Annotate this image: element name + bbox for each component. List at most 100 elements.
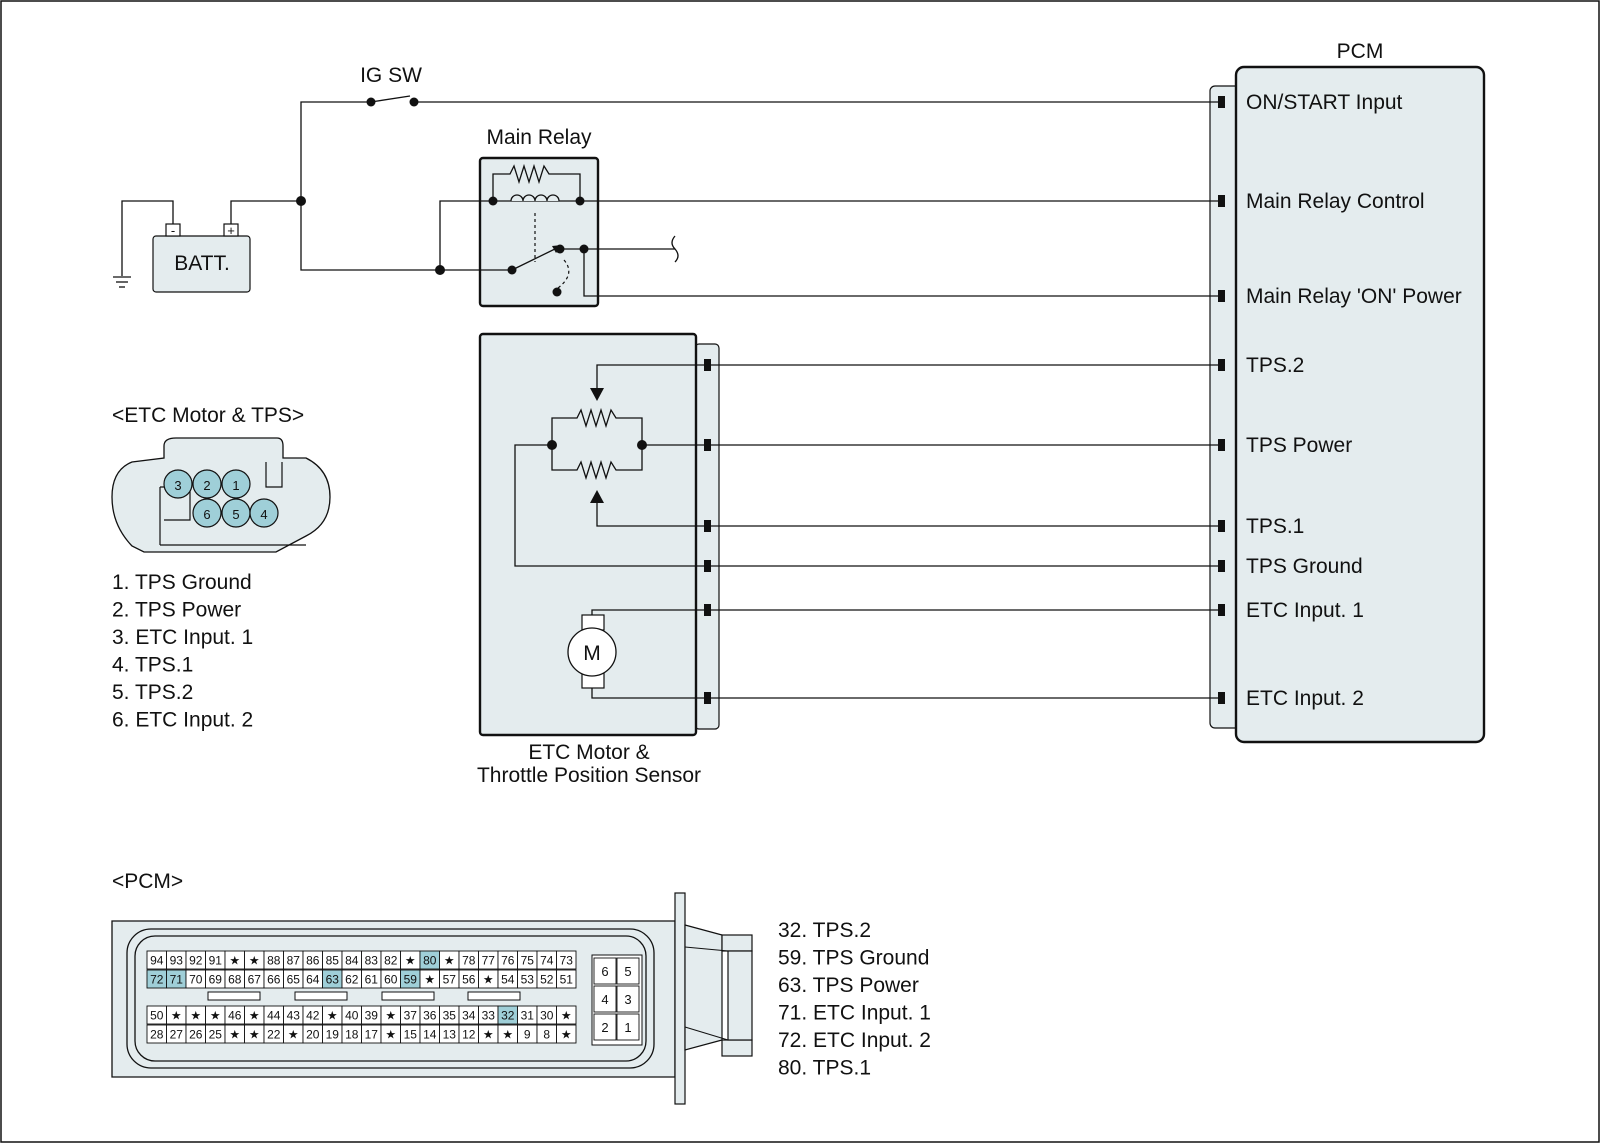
- etc-input1-wire: [591, 609, 1220, 615]
- pcm-connector-pin-number: 94: [150, 954, 164, 968]
- pcm-connector-pin-number: 22: [267, 1028, 281, 1042]
- battery-box: [152, 235, 251, 293]
- etc-connector-pin: [192, 469, 222, 499]
- pcm-connector-pin-number: ★: [171, 1009, 182, 1023]
- ground-wire: [121, 200, 174, 276]
- pcm-connector-pin-number: ★: [444, 954, 455, 968]
- pcm-connector-pin-number: 74: [540, 954, 554, 968]
- pcm-small-pin-number: 1: [624, 1020, 631, 1035]
- pcm-connector-pin-number: 39: [365, 1009, 379, 1023]
- pcm-legend-item: 63. TPS Power: [778, 974, 919, 997]
- etc-pin-square: [704, 439, 711, 451]
- pcm-connector-pin-number: 15: [404, 1028, 418, 1042]
- pcm-connector-pin-number: ★: [502, 1028, 513, 1042]
- pcm-connector-pin-number: ★: [405, 954, 416, 968]
- pcm-small-pin-number: 2: [601, 1020, 608, 1035]
- pcm-connector-pin-number: 72: [150, 973, 164, 987]
- battery-neg-sign: -: [171, 223, 175, 238]
- pcm-connector-pin-number: 25: [209, 1028, 223, 1042]
- pcm-connector-pin-number: 62: [345, 973, 359, 987]
- pcm-connector-pin-number: 75: [521, 954, 535, 968]
- pcm-connector-pin-number: 32: [501, 1009, 515, 1023]
- pcm-legend-item: 72. ETC Input. 2: [778, 1029, 931, 1052]
- etc-pin-square: [704, 692, 711, 704]
- pcm-connector-pin-number: 66: [267, 973, 281, 987]
- pcm-connector-pin-number: 69: [209, 973, 223, 987]
- pcm-connector-pin: [556, 969, 577, 989]
- pcm-connector-pin-number: ★: [210, 1009, 221, 1023]
- pcm-pin-square: [1218, 604, 1225, 616]
- pcm-small-pin: [593, 957, 617, 985]
- battery-pos-sign: +: [227, 223, 235, 238]
- pcm-legend-item: 71. ETC Input. 1: [778, 1002, 931, 1025]
- pcm-connector-pin-number: 14: [423, 1028, 437, 1042]
- etc-connector-pin-number: 2: [203, 478, 210, 493]
- pcm-connector-pin-number: 82: [384, 954, 398, 968]
- main-relay-on-power-wire: [583, 249, 1220, 297]
- pcm-connector-pin-number: 34: [462, 1009, 476, 1023]
- pcm-connector-pin-number: 52: [540, 973, 554, 987]
- switch-blade: [370, 95, 411, 103]
- pcm-connector-pin-number: 31: [521, 1009, 535, 1023]
- pcm-legend-item: 59. TPS Ground: [778, 947, 929, 970]
- pcm-connector-pin-number: ★: [190, 1009, 201, 1023]
- pcm-connector-pin-number: 60: [384, 973, 398, 987]
- etc-motor-tps: ETC Motor & Throttle Position Sensor M: [477, 332, 1220, 787]
- pcm-connector-pin-number: ★: [424, 973, 435, 987]
- pcm-small-pin: [616, 1013, 640, 1041]
- pcm-small-pin-number: 6: [601, 964, 608, 979]
- etc-connector-pin-number: 1: [232, 478, 239, 493]
- pcm-connector-pin-number: 73: [560, 954, 574, 968]
- pcm-connector-pin-number: 86: [306, 954, 320, 968]
- main-relay-label: Main Relay: [486, 126, 592, 149]
- pcm-small-pin: [616, 957, 640, 985]
- pcm-connector-pin-number: ★: [327, 1009, 338, 1023]
- pcm-connector-pin-number: 59: [404, 973, 418, 987]
- relay-resistor: [492, 163, 581, 201]
- pcm-connector-pin-number: 83: [365, 954, 379, 968]
- pcm-connector-pin-number: 37: [404, 1009, 418, 1023]
- pcm-connector-pin-number: 30: [540, 1009, 554, 1023]
- pcm-connector-pin-number: 91: [209, 954, 223, 968]
- pcm-connector-pin-number: 27: [170, 1028, 184, 1042]
- relay-switch-blade: [511, 246, 560, 271]
- pcm-pin-square: [1218, 96, 1225, 108]
- main-relay: Main Relay: [435, 126, 1220, 308]
- battery: - + BATT.: [113, 200, 301, 293]
- pcm-connector-pin-number: 35: [443, 1009, 457, 1023]
- pcm-connector-pin-number: ★: [249, 954, 260, 968]
- etc-connector-pin: [163, 469, 193, 499]
- pcm-connector-pin-number: 70: [189, 973, 203, 987]
- pcm-connector-pin-number: ★: [288, 1028, 299, 1042]
- pcm-pin-label: TPS Power: [1246, 434, 1352, 457]
- pcm-small-pin-number: 5: [624, 964, 631, 979]
- etc-connector-pin: [249, 498, 279, 528]
- pcm-pin-label: ON/START Input: [1246, 91, 1403, 114]
- pcm-connector-pin-number: 8: [543, 1028, 550, 1042]
- pcm-connector-pin-number: ★: [483, 1028, 494, 1042]
- pcm-legend-item: 32. TPS.2: [778, 919, 871, 942]
- pcm-connector-pin-number: 67: [248, 973, 262, 987]
- etc-connector-title: <ETC Motor & TPS>: [112, 404, 304, 427]
- pcm-connector-pin-number: ★: [385, 1028, 396, 1042]
- pcm-connector-pin-number: 87: [287, 954, 301, 968]
- pcm-pin-label: TPS.2: [1246, 354, 1304, 377]
- pcm-connector-legend: 32. TPS.2 59. TPS Ground 63. TPS Power 71. …: [778, 919, 931, 1080]
- pcm-box: [1234, 65, 1486, 744]
- pcm-connector-pin-number: 50: [150, 1009, 164, 1023]
- pcm-small-pin-number: 3: [624, 992, 631, 1007]
- etc-legend-item: 2. TPS Power: [112, 599, 241, 622]
- pcm-connector-pin-number: 54: [501, 973, 515, 987]
- etc-connector-pin-number: 3: [174, 478, 181, 493]
- etc-connector-pin-number: 6: [203, 507, 210, 522]
- pcm-connector-pin-number: 33: [482, 1009, 496, 1023]
- pcm-pin-label: ETC Input. 1: [1246, 599, 1364, 622]
- ig-sw-label: IG SW: [360, 64, 422, 87]
- pcm-pin-label: Main Relay Control: [1246, 190, 1425, 213]
- pcm-connector-pin-number: ★: [249, 1028, 260, 1042]
- pcm-small-pin: [593, 985, 617, 1013]
